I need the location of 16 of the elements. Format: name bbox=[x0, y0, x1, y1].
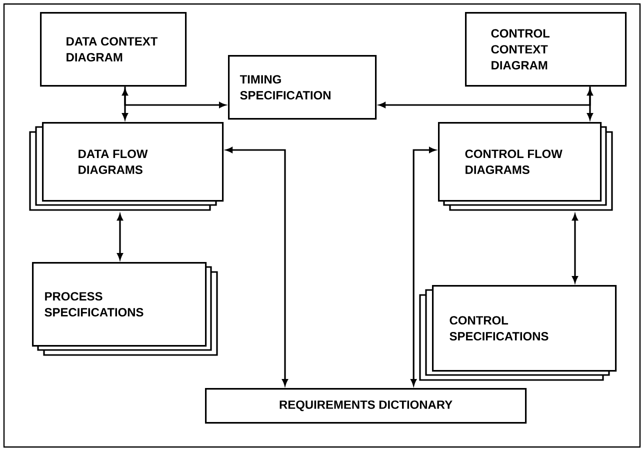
stacked-document-box: CONTROL SPECIFICATIONS bbox=[419, 285, 617, 381]
arrow bbox=[124, 86, 226, 108]
arrow bbox=[226, 147, 288, 386]
stacked-document-box: PROCESS SPECIFICATIONS bbox=[32, 262, 218, 356]
process-box: TIMING SPECIFICATION bbox=[228, 55, 377, 120]
arrow bbox=[117, 214, 123, 260]
stacked-document-box: DATA FLOW DIAGRAMS bbox=[29, 122, 224, 211]
process-box: CONTROL CONTEXT DIAGRAM bbox=[465, 12, 627, 87]
process-box: REQUIREMENTS DICTIONARY bbox=[205, 388, 527, 424]
stacked-document-box: CONTROL FLOW DIAGRAMS bbox=[438, 122, 613, 211]
process-box: DATA CONTEXT DIAGRAM bbox=[40, 12, 187, 87]
arrow bbox=[379, 86, 591, 108]
arrow bbox=[572, 214, 578, 283]
arrow bbox=[410, 147, 436, 386]
arrow bbox=[587, 88, 593, 120]
arrow bbox=[122, 88, 128, 120]
